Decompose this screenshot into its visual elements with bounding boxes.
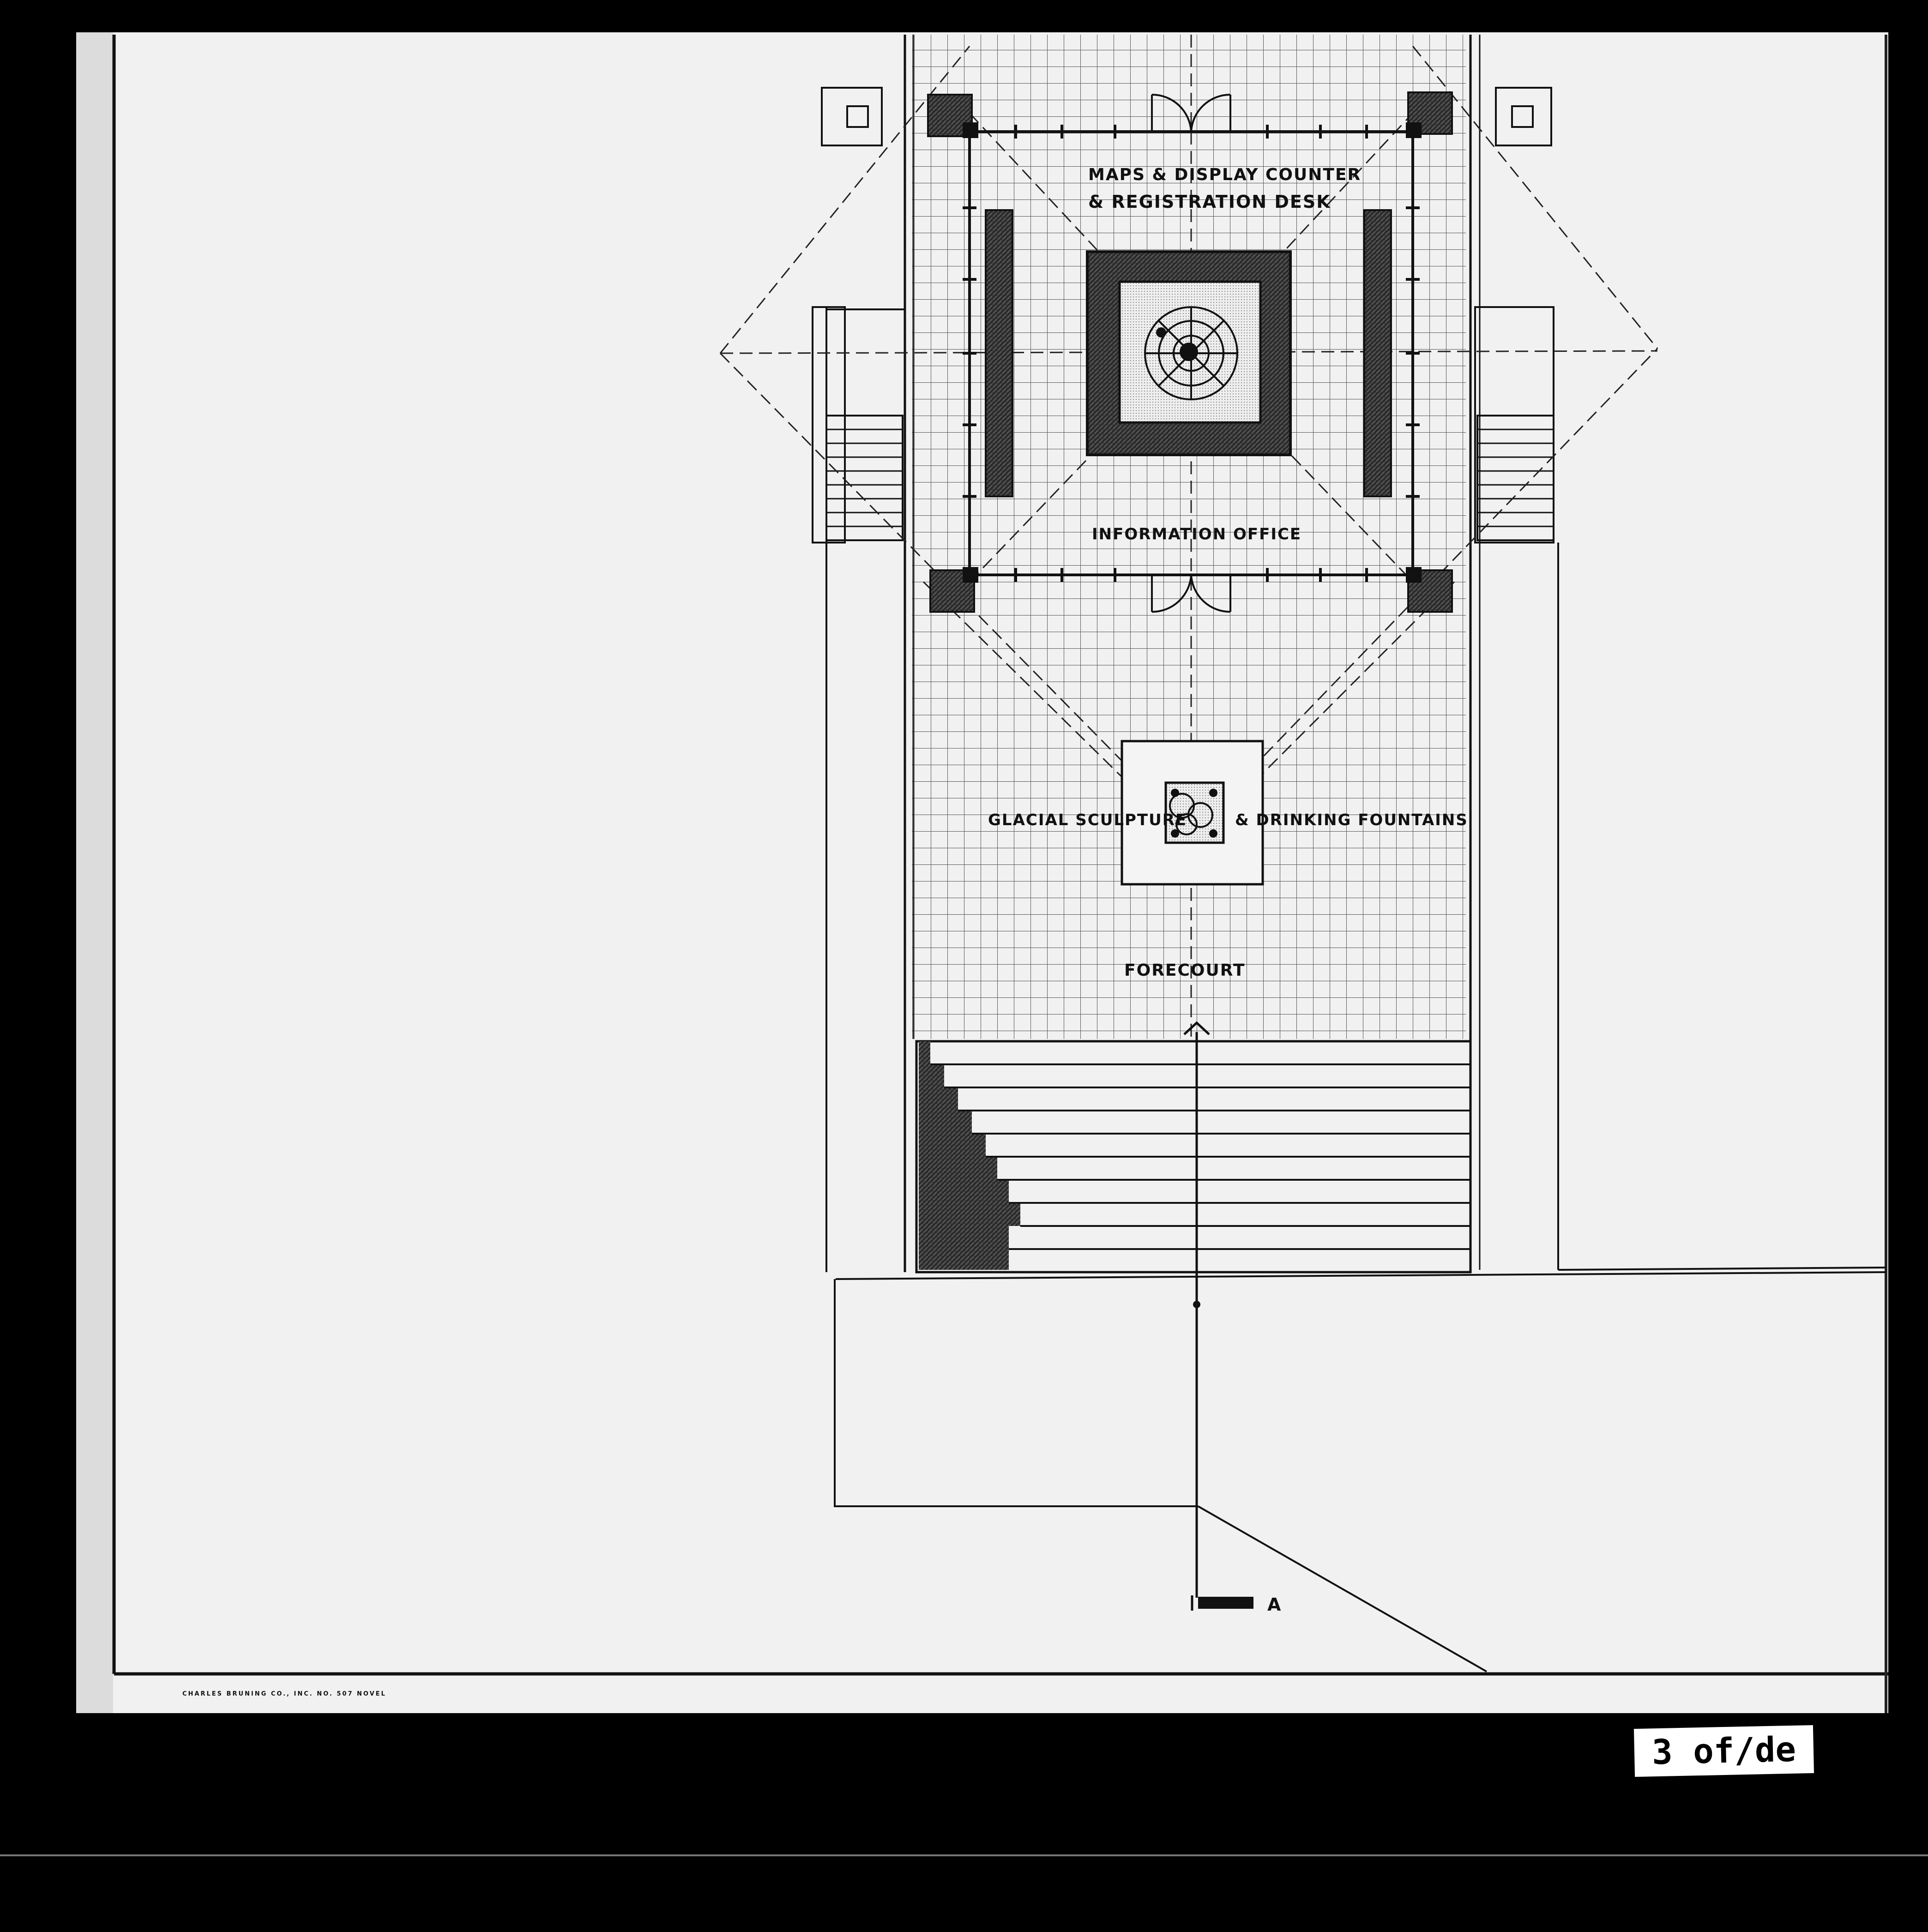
entrance-steps (930, 1063, 1470, 1250)
section-marker-bar (1198, 1597, 1253, 1609)
label-information-office: INFORMATION OFFICE (1092, 525, 1301, 543)
left-wing (812, 306, 905, 543)
axis-arrow (1183, 1021, 1210, 1598)
display-counter-left (985, 209, 1013, 497)
left-paper-edge (76, 32, 113, 1713)
stair-riser-shading (919, 1041, 1020, 1270)
right-wing (1474, 306, 1554, 543)
label-drinking-fountains: & DRINKING FOUNTAINS (1235, 811, 1468, 829)
label-maps-display: MAPS & DISPLAY COUNTER (1088, 165, 1361, 184)
axis-node (1193, 1301, 1200, 1308)
label-registration: & REGISTRATION DESK (1088, 192, 1331, 212)
door-bottom (1151, 574, 1231, 613)
label-section-marker: A (1267, 1594, 1282, 1615)
compass-rose-icon (1144, 306, 1238, 400)
wall-ticks (963, 125, 1420, 582)
lower-terrace (834, 1267, 1886, 1672)
door-top (1151, 93, 1231, 132)
sculpture-icon (1169, 789, 1217, 838)
display-counter-right (1363, 209, 1392, 497)
label-glacial-sculpture: GLACIAL SCULPTURE (988, 811, 1187, 829)
right-wing-steps (1477, 429, 1554, 527)
left-wing-steps (826, 429, 903, 527)
corner-piers (927, 91, 1453, 613)
label-forecourt: FORECOURT (1124, 961, 1245, 980)
paper-imprint: CHARLES BRUNING CO., INC. NO. 507 NOVEL (182, 1690, 386, 1697)
frame-tag: 3 of/de (1633, 1725, 1814, 1777)
top-side-boxes (821, 87, 1552, 146)
